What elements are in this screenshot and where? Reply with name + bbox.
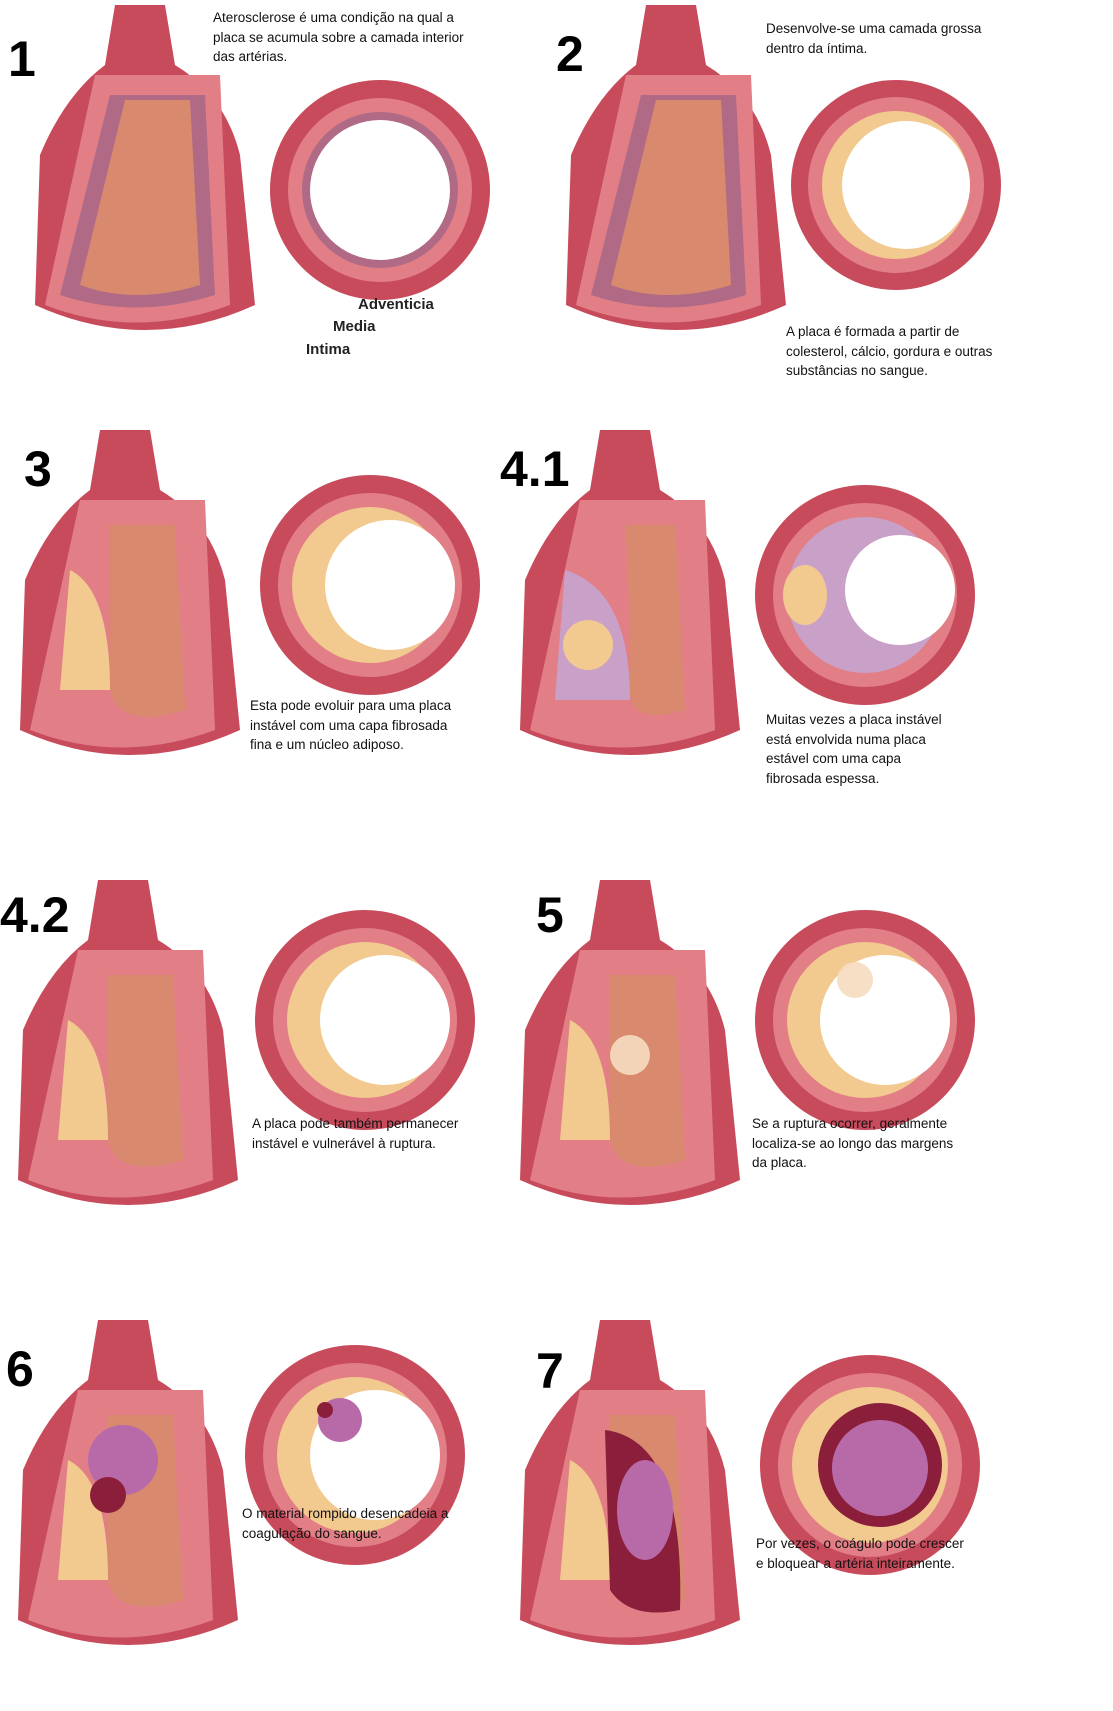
artery-cross-section	[750, 480, 980, 710]
artery-longitudinal-illustration	[8, 880, 258, 1240]
artery-longitudinal-illustration	[510, 1320, 760, 1680]
stage-caption: Esta pode evoluir para uma placa instáve…	[250, 696, 510, 755]
artery-cross-section	[265, 75, 495, 305]
label-media: Media	[333, 318, 376, 335]
artery-cross-section	[786, 75, 1006, 295]
stage-caption-top: Desenvolve-se uma camada grossa dentro d…	[766, 19, 1016, 58]
stage-caption: Por vezes, o coágulo pode crescer e bloq…	[756, 1534, 1006, 1573]
stage-panel-6: 6 O material rompido desencadeia a coagu…	[0, 1320, 556, 1711]
stage-panel-2: 2 Desenvolve-se uma camada grossa dentro…	[556, 0, 1113, 400]
artery-longitudinal-illustration	[10, 430, 260, 790]
artery-cross-section	[750, 905, 980, 1135]
stage-panel-5: 5 Se a ruptura ocorrer, geralmente local…	[500, 880, 1113, 1300]
stage-caption: A placa é formada a partir de colesterol…	[786, 322, 1026, 381]
stage-panel-3: 3 Esta pode evoluir para uma placa instá…	[0, 430, 556, 850]
artery-cross-section	[250, 905, 480, 1135]
stage-panel-4-1: 4.1 Muitas vezes a placa instável está e…	[500, 430, 1113, 850]
stage-caption: O material rompido desencadeia a coagula…	[242, 1504, 512, 1543]
artery-cross-section	[255, 470, 485, 700]
stage-panel-4-2: 4.2 A placa pode também permanecer instá…	[0, 880, 556, 1300]
stage-caption: A placa pode também permanecer instável …	[252, 1114, 522, 1153]
stage-caption: Se a ruptura ocorrer, geralmente localiz…	[752, 1114, 1002, 1173]
stage-caption: Muitas vezes a placa instável está envol…	[766, 710, 1006, 788]
label-intima: Intima	[306, 341, 350, 358]
artery-longitudinal-illustration	[510, 880, 760, 1240]
artery-longitudinal-illustration	[510, 430, 760, 790]
label-adventicia: Adventicia	[358, 296, 434, 313]
stage-panel-1: 1 Aterosclerose é uma condição na qual a…	[0, 0, 556, 400]
artery-longitudinal-illustration	[8, 1320, 258, 1670]
artery-longitudinal-illustration	[556, 5, 796, 355]
stage-panel-7: 7 Por vezes, o coágulo pode crescer e bl…	[500, 1320, 1113, 1711]
stage-caption: Aterosclerose é uma condição na qual a p…	[213, 8, 503, 67]
